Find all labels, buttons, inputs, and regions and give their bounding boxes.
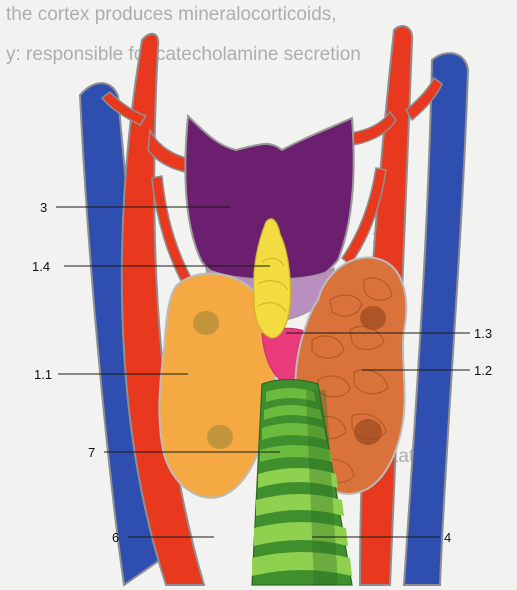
label-1-4: 1.4 [32, 259, 50, 274]
right-jugular-vein [404, 53, 468, 585]
left-parathyroid-lower [207, 425, 233, 449]
left-parathyroid-upper [193, 311, 219, 335]
label-1-3: 1.3 [474, 326, 492, 341]
label-3: 3 [40, 200, 47, 215]
background-text-line-1: the cortex produces mineralocorticoids, [6, 4, 337, 25]
right-parathyroid-upper [360, 306, 386, 330]
background-text-line-2: y: responsible for catecholamine secreti… [6, 44, 361, 65]
label-6: 6 [112, 530, 119, 545]
right-parathyroid-lower [354, 419, 382, 445]
label-4: 4 [444, 530, 451, 545]
label-1-1: 1.1 [34, 367, 52, 382]
label-1-2: 1.2 [474, 363, 492, 378]
label-7: 7 [88, 445, 95, 460]
